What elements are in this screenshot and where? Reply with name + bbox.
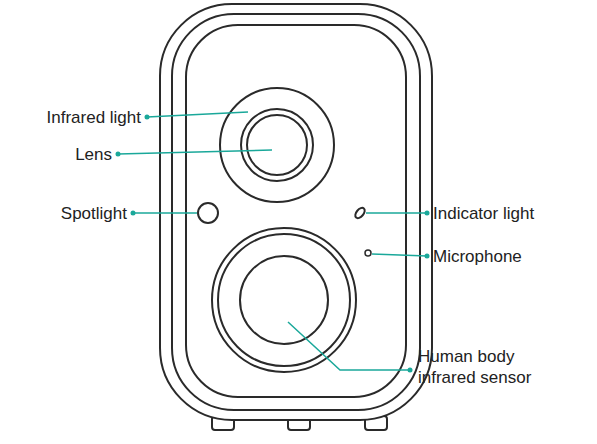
- leader-dot: [425, 254, 430, 259]
- indicator-light: [353, 206, 366, 220]
- leader-dot: [131, 211, 136, 216]
- leader-line: [147, 112, 248, 117]
- leader-dot: [145, 115, 150, 120]
- leader-line: [118, 150, 272, 154]
- infrared-ring: [241, 109, 313, 181]
- lens-bezel: [220, 88, 334, 202]
- leader-line: [288, 322, 410, 370]
- leader-line: [133, 212, 197, 214]
- part-label: Human body infrared sensor: [418, 346, 550, 388]
- part-label: Infrared light: [47, 107, 142, 128]
- part-label: Spotlight: [61, 203, 127, 224]
- housing-rim: [172, 14, 420, 410]
- lens-glass: [247, 115, 307, 175]
- sensor-ring: [218, 234, 350, 366]
- microphone-hole: [365, 250, 371, 256]
- camera-housing: [160, 4, 432, 420]
- part-label: Lens: [75, 144, 112, 165]
- leader-line: [372, 254, 427, 256]
- leader-dot: [408, 368, 413, 373]
- leader-dot: [116, 152, 121, 157]
- spotlight: [198, 203, 218, 223]
- part-label: Indicator light: [433, 203, 534, 224]
- part-label: Microphone: [433, 246, 522, 267]
- sensor-dome: [240, 256, 328, 344]
- front-face: [186, 25, 406, 397]
- leader-dot: [425, 211, 430, 216]
- sensor-bezel: [212, 228, 356, 372]
- leader-line: [366, 212, 427, 214]
